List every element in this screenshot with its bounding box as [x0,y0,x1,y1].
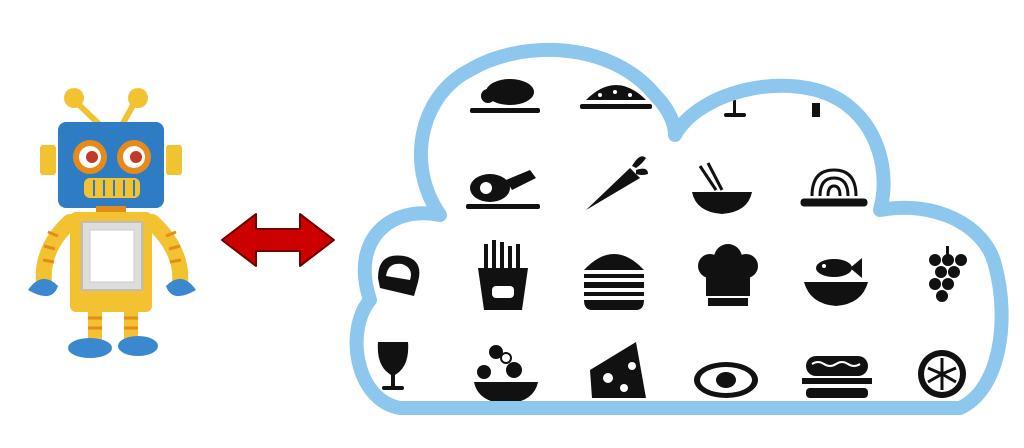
robot-mascot [28,88,196,358]
noodle-bowl-chopsticks-icon [692,162,752,214]
cloud-outline [349,43,1009,415]
bread-slice-icon [378,255,420,296]
grapes-icon [929,246,967,302]
salad-bowl-icon [474,345,538,404]
food-icon-grid [377,79,967,404]
french-fries-icon [478,240,528,310]
roast-chicken-icon [470,79,540,113]
ham-leg-icon [466,170,540,209]
rice-bowl-icon [580,85,652,109]
spaghetti-plate-icon [800,168,868,207]
double-headed-arrow-icon [221,213,335,267]
wine-glass-icon [377,342,409,390]
cheese-wedge-icon [590,342,646,398]
cloud-icon [356,49,1002,408]
hotdog-icon [802,356,872,398]
glass-stem-icon [812,103,820,117]
glass-stem-icon [724,100,746,117]
lemon-slice-icon [918,350,966,398]
fried-egg-icon [694,362,758,398]
hamburger-icon [584,254,644,310]
chef-hat-icon [698,244,758,306]
fish-dish-icon [804,258,868,306]
carrot-icon [586,156,648,210]
